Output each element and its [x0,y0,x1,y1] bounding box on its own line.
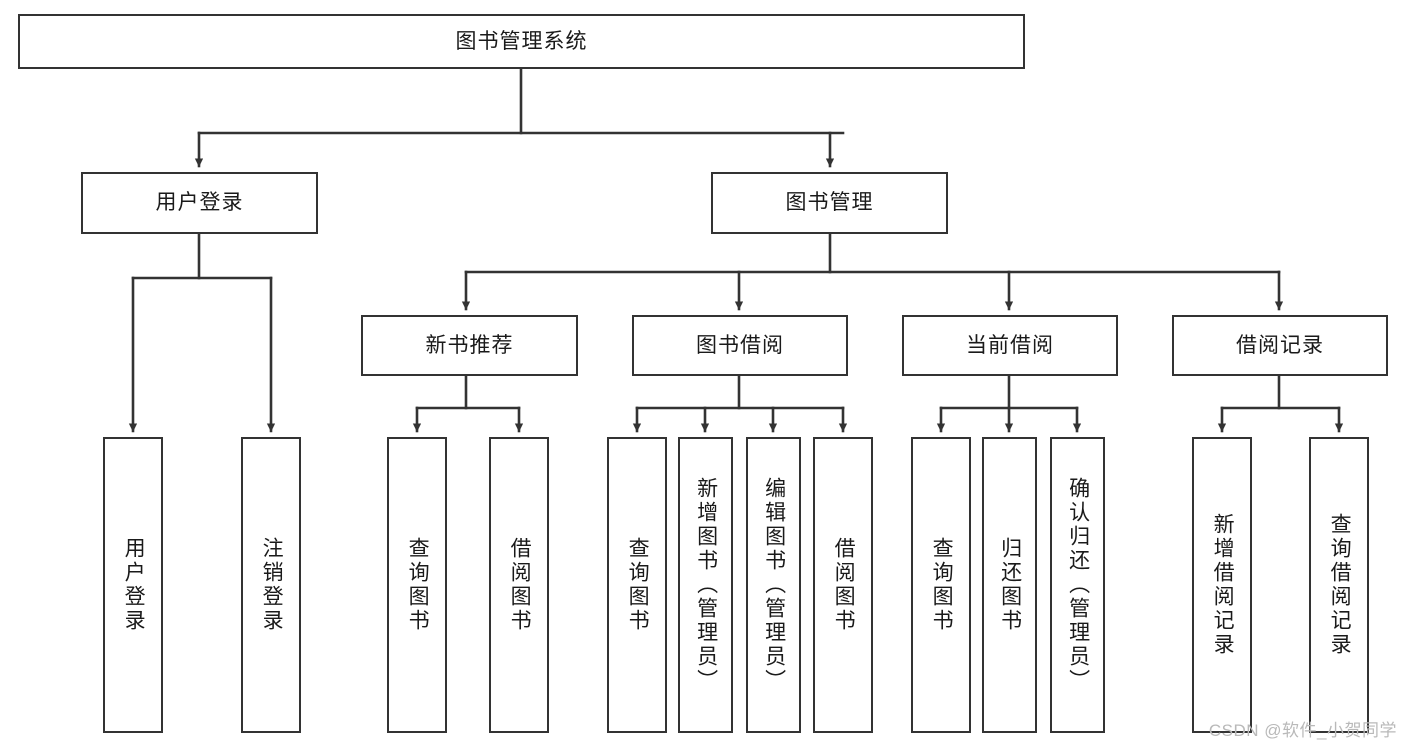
node-user-login[interactable]: 用户登录 [81,172,318,234]
node-leaf-query-record-label: 查询借阅记录 [1328,513,1352,657]
node-new-book-recommend[interactable]: 新书推荐 [361,315,578,376]
node-leaf-user-login-label: 用户登录 [122,537,146,633]
node-leaf-confirm-return[interactable]: 确认归还（管理员） [1050,437,1105,733]
node-borrow-record-label: 借阅记录 [1236,333,1324,357]
node-current-borrow[interactable]: 当前借阅 [902,315,1118,376]
node-leaf-edit-book[interactable]: 编辑图书（管理员） [746,437,801,733]
node-root-label: 图书管理系统 [455,29,588,53]
node-leaf-query-book-1[interactable]: 查询图书 [387,437,447,733]
node-leaf-user-logout-label: 注销登录 [260,537,284,633]
node-leaf-user-login[interactable]: 用户登录 [103,437,163,733]
node-leaf-add-book[interactable]: 新增图书（管理员） [678,437,733,733]
node-leaf-query-book-1-label: 查询图书 [406,537,430,633]
node-new-book-recommend-label: 新书推荐 [425,333,514,357]
node-leaf-borrow-book-1[interactable]: 借阅图书 [489,437,549,733]
node-leaf-query-book-2[interactable]: 查询图书 [607,437,667,733]
node-leaf-borrow-book-1-label: 借阅图书 [508,537,532,633]
node-root[interactable]: 图书管理系统 [18,14,1025,69]
node-book-borrow-label: 图书借阅 [696,333,784,357]
node-book-management[interactable]: 图书管理 [711,172,948,234]
node-leaf-return-book[interactable]: 归还图书 [982,437,1037,733]
node-book-borrow[interactable]: 图书借阅 [632,315,848,376]
node-leaf-add-record-label: 新增借阅记录 [1211,513,1235,657]
node-leaf-return-book-label: 归还图书 [998,537,1022,633]
node-leaf-user-logout[interactable]: 注销登录 [241,437,301,733]
node-leaf-query-book-3[interactable]: 查询图书 [911,437,971,733]
node-leaf-query-book-3-label: 查询图书 [930,537,954,633]
node-leaf-query-record[interactable]: 查询借阅记录 [1309,437,1369,733]
node-leaf-borrow-book-2-label: 借阅图书 [832,537,856,633]
node-leaf-query-book-2-label: 查询图书 [626,537,650,633]
node-leaf-add-record[interactable]: 新增借阅记录 [1192,437,1252,733]
watermark-text: CSDN @软件_小贺同学 [1208,721,1397,740]
node-current-borrow-label: 当前借阅 [966,333,1054,357]
node-borrow-record[interactable]: 借阅记录 [1172,315,1388,376]
node-leaf-confirm-return-label: 确认归还（管理员） [1066,477,1090,693]
node-leaf-edit-book-label: 编辑图书（管理员） [762,477,786,693]
node-leaf-add-book-label: 新增图书（管理员） [694,477,718,693]
node-book-management-label: 图书管理 [785,191,874,215]
node-user-login-label: 用户登录 [155,191,244,215]
node-leaf-borrow-book-2[interactable]: 借阅图书 [813,437,873,733]
